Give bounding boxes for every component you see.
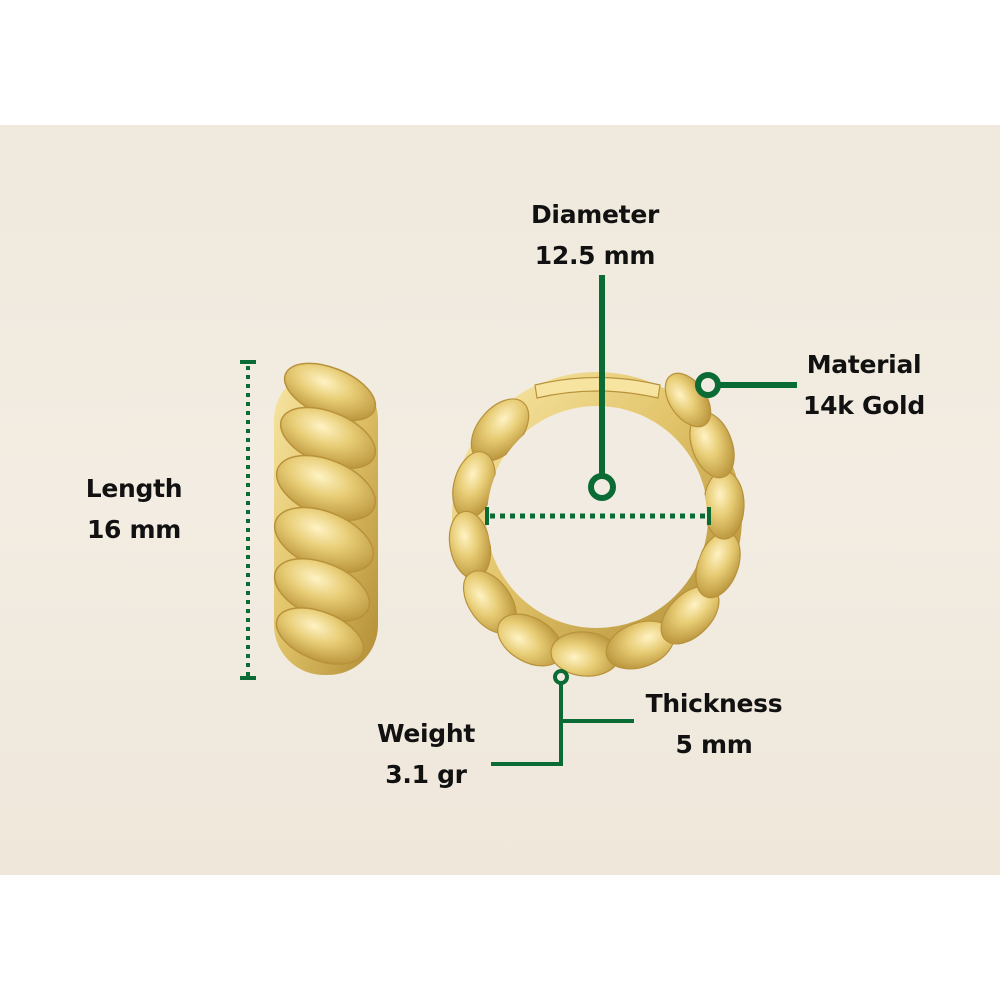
material-anchor-dot-icon	[695, 372, 721, 398]
weight-title: Weight	[376, 719, 476, 748]
thickness-value: 5 mm	[675, 730, 753, 759]
diameter-anchor-dot-icon	[588, 473, 616, 501]
diameter-label: Diameter 12.5 mm	[505, 194, 685, 276]
thickness-label: Thickness 5 mm	[634, 683, 794, 765]
side-view-earring-image	[273, 362, 378, 675]
material-title: Material	[806, 350, 922, 379]
annotation-lines	[240, 275, 797, 766]
diameter-title: Diameter	[530, 200, 660, 229]
weight-value: 3.1 gr	[385, 760, 467, 789]
weight-label: Weight 3.1 gr	[356, 713, 496, 795]
front-view-hoop-image	[448, 372, 745, 677]
length-label: Length 16 mm	[64, 468, 204, 550]
thickness-title: Thickness	[645, 689, 783, 718]
length-title: Length	[85, 474, 183, 503]
thickness-anchor-dot-icon	[553, 669, 569, 685]
material-value: 14k Gold	[803, 391, 925, 420]
material-label: Material 14k Gold	[784, 344, 944, 426]
length-value: 16 mm	[86, 515, 182, 544]
diameter-value: 12.5 mm	[534, 241, 656, 270]
